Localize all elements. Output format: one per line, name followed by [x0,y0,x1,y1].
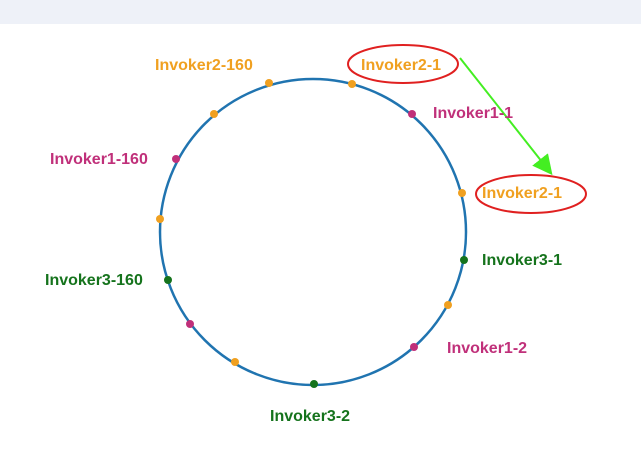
node-invoker1-160 [172,155,180,163]
label-invoker3-160: Invoker3-160 [45,272,143,289]
label-invoker3-1: Invoker3-1 [482,252,563,269]
highlight-ellipse-top [347,44,459,84]
node-invoker1-1 [408,110,416,118]
node-invoker1-2 [410,343,418,351]
node-orange-upper-left [210,110,218,118]
node-orange-bottom-left [231,358,239,366]
label-invoker1-1: Invoker1-1 [433,105,514,122]
node-orange-left [156,215,164,223]
node-invoker2-160 [265,79,273,87]
node-invoker1-left-lower [186,320,194,328]
node-invoker2-1-top [348,80,356,88]
top-band [0,0,641,24]
label-invoker3-2: Invoker3-2 [270,408,351,425]
label-invoker2-1-top: Invoker2-1 [361,57,442,74]
node-invoker3-1 [460,256,468,264]
label-invoker2-1-moved: Invoker2-1 [482,185,563,202]
node-invoker2-1-moved [458,189,466,197]
highlight-ellipse-right [475,174,587,214]
label-invoker1-160: Invoker1-160 [50,151,148,168]
label-invoker2-160: Invoker2-160 [155,57,253,74]
node-invoker3-2 [310,380,318,388]
node-orange-right-lower [444,301,452,309]
hash-ring [158,77,468,387]
label-invoker1-2: Invoker1-2 [447,340,528,357]
move-arrow [459,57,553,176]
node-invoker3-160 [164,276,172,284]
